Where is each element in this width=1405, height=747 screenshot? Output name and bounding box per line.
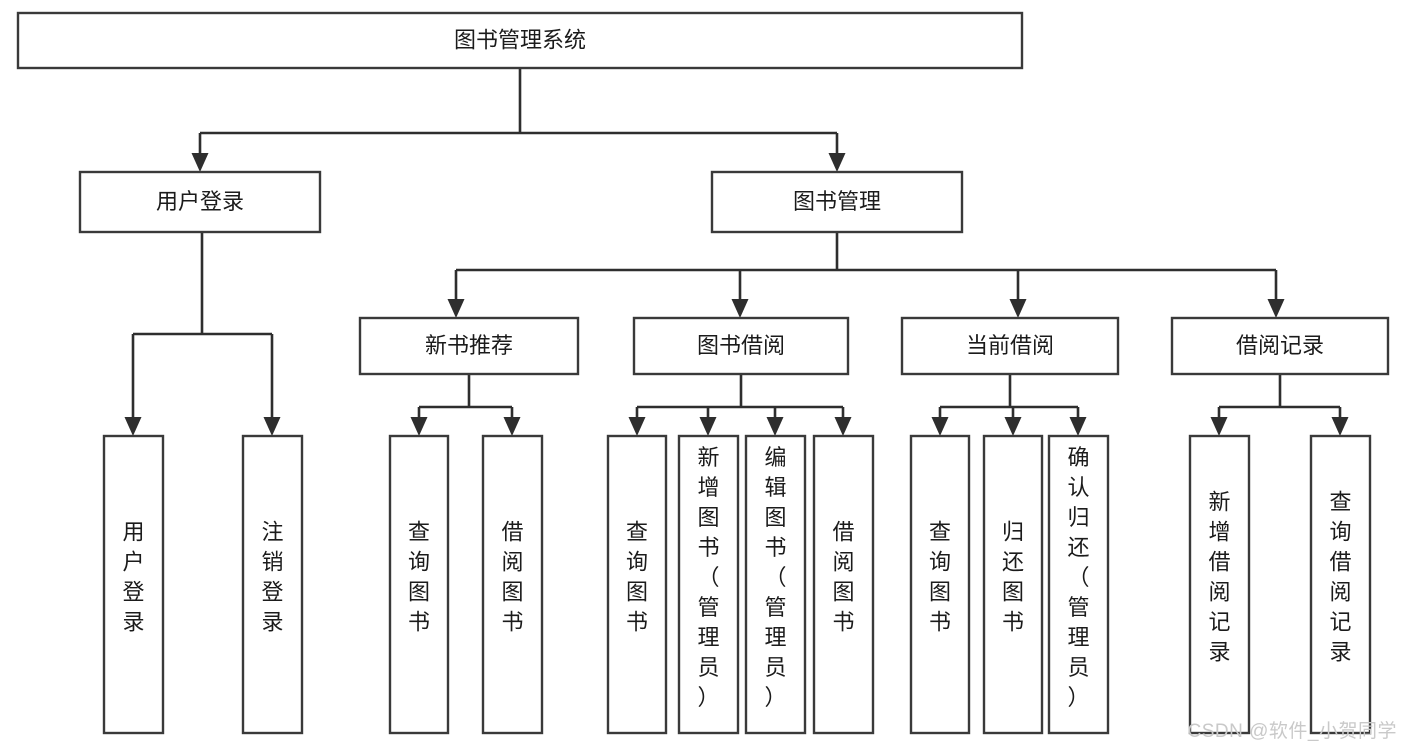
node-label: 查询图书 xyxy=(626,520,648,635)
node-label: 图书借阅 xyxy=(697,333,785,358)
node-box xyxy=(78,170,322,234)
arrow-head-icon xyxy=(931,417,949,436)
node-level3-3[interactable]: 借阅记录 xyxy=(1170,316,1390,376)
arrow-head-icon xyxy=(766,417,784,436)
node-box xyxy=(1047,434,1110,735)
arrow-head-icon xyxy=(699,417,717,436)
node-box xyxy=(632,316,850,376)
node-label: 新增图书（管理员） xyxy=(697,445,719,710)
arrow-head-icon xyxy=(124,417,142,436)
node-box xyxy=(388,434,450,735)
arrow-head-icon xyxy=(263,417,281,436)
node-box xyxy=(481,434,544,735)
node-label: 确认归还（管理员） xyxy=(1067,445,1089,710)
node-leaf-7[interactable]: 借阅图书 xyxy=(812,434,875,735)
node-leaf-6[interactable]: 编辑图书（管理员） xyxy=(744,434,807,735)
node-level2-0[interactable]: 用户登录 xyxy=(78,170,322,234)
node-box xyxy=(812,434,875,735)
arrow-head-icon xyxy=(1069,417,1087,436)
node-box xyxy=(606,434,668,735)
node-leaf-1[interactable]: 注销登录 xyxy=(241,434,304,735)
arrow-head-icon xyxy=(1267,299,1285,318)
node-label: 图书管理 xyxy=(793,189,881,214)
node-label: 注销登录 xyxy=(261,520,283,635)
arrow-head-icon xyxy=(191,153,209,172)
node-root[interactable]: 图书管理系统 xyxy=(16,11,1024,70)
node-leaf-2[interactable]: 查询图书 xyxy=(388,434,450,735)
node-box xyxy=(677,434,740,735)
node-label: 查询图书 xyxy=(408,520,430,635)
node-label: 用户登录 xyxy=(122,520,144,635)
connector-layer xyxy=(124,68,1349,436)
node-label: 新增借阅记录 xyxy=(1208,490,1230,665)
node-box xyxy=(241,434,304,735)
node-layer: 图书管理系统用户登录图书管理新书推荐图书借阅当前借阅借阅记录用户登录注销登录查询… xyxy=(16,11,1390,735)
node-box xyxy=(909,434,971,735)
node-box xyxy=(358,316,580,376)
node-box xyxy=(1309,434,1372,735)
node-box xyxy=(16,11,1024,70)
arrow-head-icon xyxy=(1331,417,1349,436)
node-box xyxy=(710,170,964,234)
node-leaf-8[interactable]: 查询图书 xyxy=(909,434,971,735)
node-box xyxy=(1170,316,1390,376)
node-label: 借阅图书 xyxy=(832,520,854,635)
node-leaf-10[interactable]: 确认归还（管理员） xyxy=(1047,434,1110,735)
node-label: 归还图书 xyxy=(1002,520,1024,635)
node-level3-1[interactable]: 图书借阅 xyxy=(632,316,850,376)
node-leaf-3[interactable]: 借阅图书 xyxy=(481,434,544,735)
node-box xyxy=(1188,434,1251,735)
node-box xyxy=(982,434,1044,735)
node-label: 查询图书 xyxy=(929,520,951,635)
node-leaf-5[interactable]: 新增图书（管理员） xyxy=(677,434,740,735)
node-label: 借阅记录 xyxy=(1236,333,1324,358)
node-leaf-0[interactable]: 用户登录 xyxy=(102,434,165,735)
node-box xyxy=(102,434,165,735)
watermark-label: CSDN @软件_小贺同学 xyxy=(1187,721,1397,742)
node-label: 查询借阅记录 xyxy=(1329,490,1351,665)
arrow-head-icon xyxy=(410,417,428,436)
arrow-head-icon xyxy=(834,417,852,436)
node-label: 当前借阅 xyxy=(966,333,1054,358)
node-label: 编辑图书（管理员） xyxy=(764,445,786,710)
node-box xyxy=(900,316,1120,376)
arrow-head-icon xyxy=(503,417,521,436)
node-label: 用户登录 xyxy=(156,189,244,214)
arrow-head-icon xyxy=(1004,417,1022,436)
node-label: 借阅图书 xyxy=(501,520,523,635)
arrow-head-icon xyxy=(1009,299,1027,318)
node-level3-2[interactable]: 当前借阅 xyxy=(900,316,1120,376)
arrow-head-icon xyxy=(731,299,749,318)
node-level3-0[interactable]: 新书推荐 xyxy=(358,316,580,376)
node-leaf-9[interactable]: 归还图书 xyxy=(982,434,1044,735)
arrow-head-icon xyxy=(628,417,646,436)
node-label: 新书推荐 xyxy=(425,333,513,358)
arrow-head-icon xyxy=(1210,417,1228,436)
node-box xyxy=(744,434,807,735)
node-level2-1[interactable]: 图书管理 xyxy=(710,170,964,234)
arrow-head-icon xyxy=(828,153,846,172)
node-leaf-11[interactable]: 新增借阅记录 xyxy=(1188,434,1251,735)
node-label: 图书管理系统 xyxy=(454,27,586,52)
node-leaf-4[interactable]: 查询图书 xyxy=(606,434,668,735)
arrow-head-icon xyxy=(447,299,465,318)
node-leaf-12[interactable]: 查询借阅记录 xyxy=(1309,434,1372,735)
